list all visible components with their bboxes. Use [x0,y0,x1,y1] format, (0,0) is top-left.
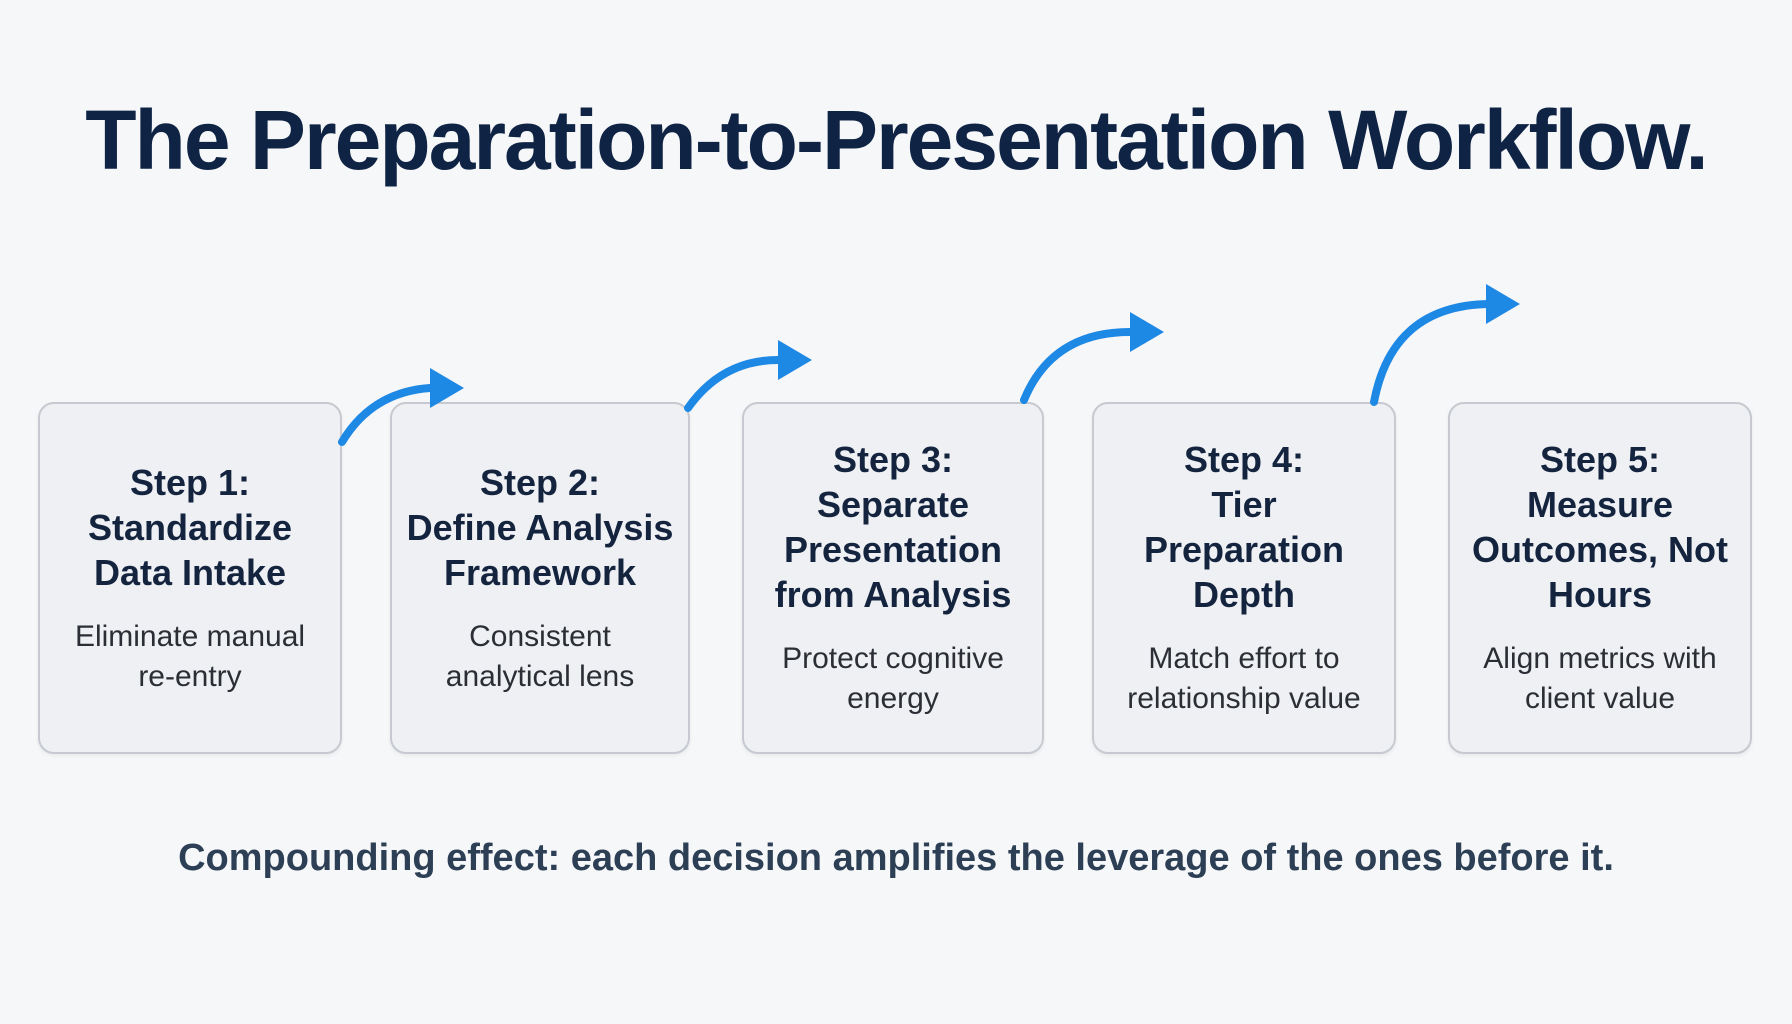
step-label: Step 4: [1183,439,1305,480]
step-name: Tier Preparation Depth [1143,484,1345,615]
step-label: Step 2: [479,461,601,503]
step-card-2: Step 2: Define Analysis Framework Consis… [390,402,690,754]
step-name: Separate Presentation from Analysis [774,484,1012,615]
step-description: Protect cognitive energy [782,642,1004,715]
step-card-3: Step 3: Separate Presentation from Analy… [742,402,1044,754]
step-name: Standardize Data Intake [87,506,293,593]
arrow-icon [1370,284,1520,406]
step-card-4: Step 4: Tier Preparation Depth Match eff… [1092,402,1396,754]
step-heading: Step 4: Tier Preparation Depth [1108,437,1380,617]
step-name: Define Analysis Framework [406,506,674,593]
step-heading: Step 5: Measure Outcomes, Not Hours [1464,437,1736,617]
arrow-icon [684,340,812,412]
step-name: Measure Outcomes, Not Hours [1471,484,1729,615]
step-card-5: Step 5: Measure Outcomes, Not Hours Alig… [1448,402,1752,754]
step-description: Align metrics with client value [1483,642,1717,715]
step-card-1: Step 1: Standardize Data Intake Eliminat… [38,402,342,754]
footer-caption: Compounding effect: each decision amplif… [178,837,1614,879]
step-description: Match effort to relationship value [1127,642,1361,715]
step-description: Consistent analytical lens [445,619,635,693]
step-label: Step 5: [1539,439,1661,480]
step-description: Eliminate manual re-entry [74,619,306,693]
step-heading: Step 2: Define Analysis Framework [406,460,674,595]
step-heading: Step 1: Standardize Data Intake [54,460,326,595]
page-title: The Preparation-to-Presentation Workflow… [85,93,1709,187]
step-label: Step 1: [129,461,251,503]
step-heading: Step 3: Separate Presentation from Analy… [758,437,1028,617]
arrow-icon [1020,312,1164,404]
step-label: Step 3: [832,439,954,480]
